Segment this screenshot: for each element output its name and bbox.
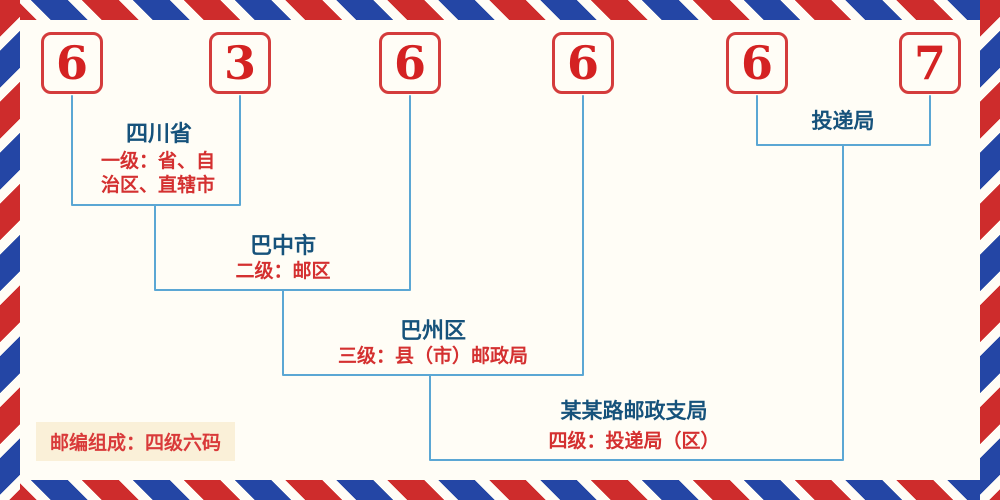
postal-code-composition-note: 邮编组成：四级六码 bbox=[36, 422, 236, 461]
postal-digit-box-4: 6 bbox=[552, 32, 614, 94]
level2-desc: 二级：邮区 bbox=[235, 261, 331, 282]
postal-digit-4: 6 bbox=[566, 36, 599, 90]
airmail-border-left bbox=[0, 0, 20, 500]
level1-desc-line2: 治区、直辖市 bbox=[100, 175, 216, 196]
postal-digit-box-2: 3 bbox=[209, 32, 271, 94]
delivery-office-label: 投递局 bbox=[811, 110, 875, 133]
postal-digit-2: 3 bbox=[223, 36, 256, 90]
level1-desc-line1: 一级：省、自 bbox=[100, 151, 216, 172]
postal-digit-box-1: 6 bbox=[41, 32, 103, 94]
postal-digit-3: 6 bbox=[393, 36, 426, 90]
level4-desc: 四级：投递局（区） bbox=[548, 431, 720, 452]
level1-region-name: 四川省 bbox=[125, 121, 193, 146]
airmail-border-bottom bbox=[0, 480, 1000, 500]
level4-branch-name: 某某路邮政支局 bbox=[560, 400, 708, 423]
postal-digit-1: 6 bbox=[55, 36, 88, 90]
postal-digit-box-5: 6 bbox=[726, 32, 788, 94]
postal-digit-box-6: 7 bbox=[899, 32, 961, 94]
postal-digit-box-3: 6 bbox=[379, 32, 441, 94]
airmail-border-top bbox=[0, 0, 1000, 20]
postal-digit-6: 7 bbox=[913, 36, 946, 90]
postal-digit-5: 6 bbox=[740, 36, 773, 90]
level3-desc: 三级：县（市）邮政局 bbox=[337, 346, 529, 367]
airmail-border-right bbox=[980, 0, 1000, 500]
